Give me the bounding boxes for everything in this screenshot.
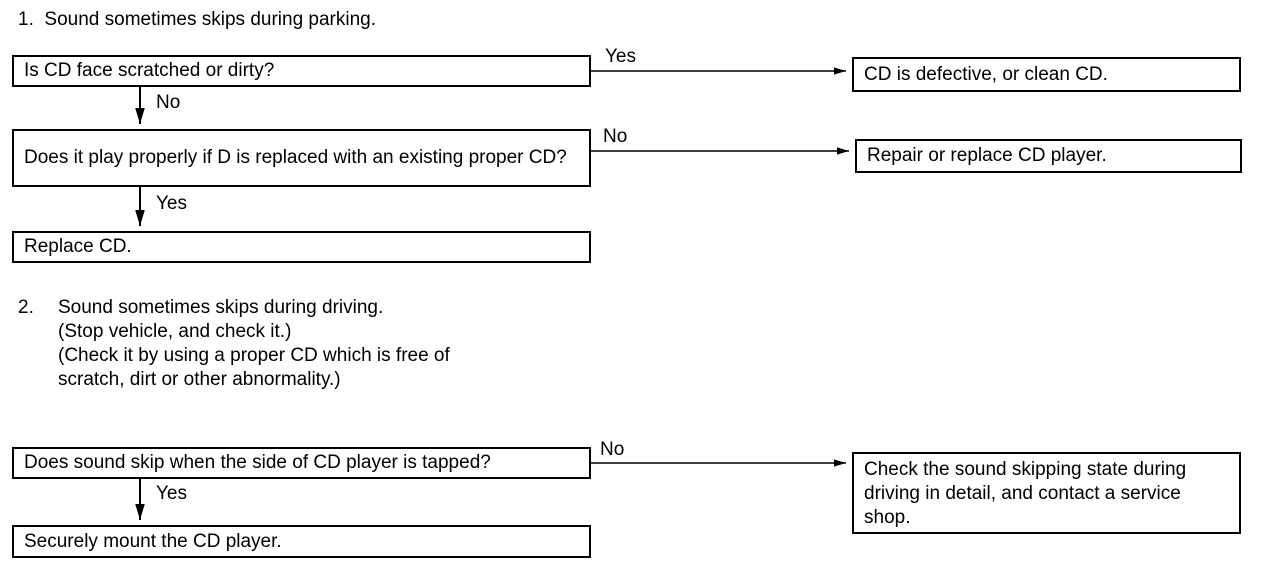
- s2-result-mount-player: Securely mount the CD player.: [12, 525, 591, 558]
- s2-q1-no-label: No: [600, 439, 625, 460]
- section2-heading-line1: Sound sometimes skips during driving.: [58, 297, 384, 318]
- s1-q2-no-label: No: [603, 126, 628, 147]
- s1-result-replace-cd-text: Replace CD.: [24, 236, 132, 257]
- s2-q1-yes-label: Yes: [156, 483, 187, 504]
- s1-result-repair-player: Repair or replace CD player.: [855, 139, 1242, 173]
- s1-q2-yes-label: Yes: [156, 193, 187, 214]
- s1-result-repair-player-text: Repair or replace CD player.: [867, 145, 1107, 166]
- s2-result-check-state-text: Check the sound skipping state during dr…: [864, 459, 1187, 528]
- s2-result-mount-player-text: Securely mount the CD player.: [24, 530, 282, 552]
- s1-q1-no-label: No: [156, 92, 181, 113]
- s2-result-check-state: Check the sound skipping state during dr…: [852, 452, 1241, 534]
- section2-heading-line4: scratch, dirt or other abnormality.): [58, 369, 341, 390]
- s1-question-cd-scratched: Is CD face scratched or dirty?: [12, 55, 591, 87]
- s1-question-replace-cd: Does it play properly if D is replaced w…: [12, 129, 591, 187]
- s1-q1-yes-label: Yes: [605, 46, 636, 67]
- section2-heading-line3: (Check it by using a proper CD which is …: [58, 345, 450, 366]
- s1-result-cd-defective: CD is defective, or clean CD.: [852, 57, 1241, 92]
- section1-heading: 1. Sound sometimes skips during parking.: [18, 9, 377, 30]
- s1-question-cd-scratched-text: Is CD face scratched or dirty?: [24, 60, 275, 81]
- s1-result-cd-defective-text: CD is defective, or clean CD.: [864, 63, 1108, 85]
- s2-question-tap-skip-text: Does sound skip when the side of CD play…: [24, 452, 491, 473]
- section2-number: 2.: [18, 297, 34, 318]
- s1-question-replace-cd-text: Does it play properly if D is replaced w…: [24, 147, 567, 168]
- s2-question-tap-skip: Does sound skip when the side of CD play…: [12, 447, 591, 479]
- section2-heading-line2: (Stop vehicle, and check it.): [58, 321, 292, 342]
- s1-result-replace-cd: Replace CD.: [12, 231, 591, 263]
